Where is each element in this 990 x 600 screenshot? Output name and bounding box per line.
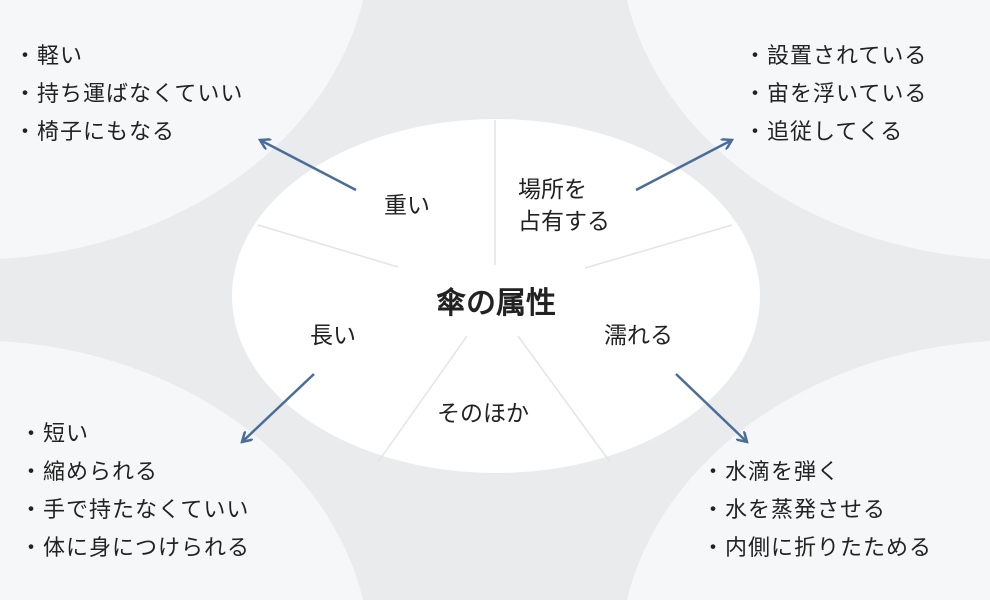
list-item: 水を蒸発させる (706, 492, 932, 530)
center-ellipse (232, 119, 760, 473)
diagram-title: 傘の属性 (436, 286, 556, 321)
segment-other: そのほか (437, 401, 529, 427)
segment-long: 長い (310, 323, 356, 349)
list-item: 短い (24, 416, 250, 454)
list-item: 追従してくる (748, 114, 927, 152)
segment-wet: 濡れる (604, 323, 673, 349)
list-item: 内側に折りたためる (706, 530, 932, 568)
list-item: 設置されている (748, 38, 927, 76)
segment-occupy: 場所を 占有する (518, 174, 610, 238)
segment-occupy-line2: 占有する (518, 209, 610, 235)
list-item: 持ち運ばなくていい (18, 76, 243, 114)
arrow-bottom-left (242, 373, 315, 442)
list-top-right: 設置されている 宙を浮いている 追従してくる (748, 38, 927, 152)
arrow-bottom-right (675, 373, 747, 442)
arrow-top-left (260, 140, 357, 192)
list-item: 椅子にもなる (18, 114, 243, 152)
segment-heavy: 重い (384, 193, 430, 219)
list-item: 手で持たなくていい (24, 492, 250, 530)
list-item: 縮められる (24, 454, 250, 492)
list-bottom-right: 水滴を弾く 水を蒸発させる 内側に折りたためる (706, 454, 932, 568)
list-bottom-left: 短い 縮められる 手で持たなくていい 体に身につけられる (24, 416, 250, 568)
list-item: 宙を浮いている (748, 76, 927, 114)
list-item: 軽い (18, 38, 243, 76)
list-item: 水滴を弾く (706, 454, 932, 492)
list-top-left: 軽い 持ち運ばなくていい 椅子にもなる (18, 38, 243, 152)
segment-dividers (257, 120, 733, 463)
list-item: 体に身につけられる (24, 530, 250, 568)
segment-occupy-line1: 場所を (518, 177, 587, 203)
arrow-top-right (635, 140, 732, 192)
